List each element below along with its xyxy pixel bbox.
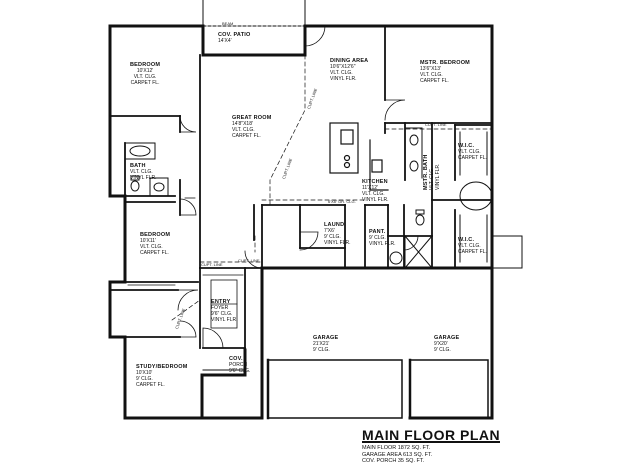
cov-patio-label: COV. PATIO 14'X4' xyxy=(218,32,251,44)
door-swings xyxy=(177,25,419,349)
interior-walls xyxy=(109,25,493,419)
area-summary-porch: COV. PORCH 35 SQ. FT. xyxy=(362,458,425,464)
area-summary: MAIN FLOOR 1872 SQ. FT. GARAGE AREA 613 … xyxy=(362,445,432,465)
room-label-dining: DINING AREA 10'6"X12'6" VLT. CLG. VINYL … xyxy=(330,58,369,82)
room-label-bath: BATH VLT. CLG. VINYL FLR. xyxy=(130,163,157,181)
beam-label: BEAM xyxy=(222,21,234,26)
patio-and-pad xyxy=(202,0,523,269)
room-label-study: STUDY/BEDROOM 10'X10' 9' CLG. CARPET FL. xyxy=(136,364,188,388)
cupt-line-label-6: CUPT. LINE xyxy=(425,122,447,127)
kitchen-counters xyxy=(329,122,389,191)
exterior-walls xyxy=(108,24,494,420)
room-label-great-room: GREAT ROOM 14'8"X18' VLT. CLG. CARPET FL… xyxy=(232,115,272,139)
room-label-mstr-bath: MSTR. BATH VLT. CLG. VINYL FLR. xyxy=(423,154,441,190)
cupt-line-label-4: CUPT. LINE xyxy=(201,262,223,267)
room-label-bedroom-2: BEDROOM 10'X11' VLT. CLG. CARPET FL. xyxy=(140,232,171,256)
dropped-beam-label: 6'X8" DR. CLG. xyxy=(328,199,356,204)
room-label-wic-1: W.I.C. VLT. CLG. CARPET FL. xyxy=(458,143,487,161)
area-summary-main: MAIN FLOOR 1872 SQ. FT. xyxy=(362,445,431,451)
ceiling-lines xyxy=(171,54,493,321)
room-label-master: MSTR. BEDROOM 13'6"X13' VLT. CLG. CARPET… xyxy=(420,60,470,84)
closet-shelves xyxy=(127,197,244,329)
plan-title: MAIN FLOOR PLAN xyxy=(362,427,501,443)
room-label-pantry: PANT. 9' CLG. VINYL FLR. xyxy=(369,229,396,247)
room-label-bedroom-1: BEDROOM 10'X12' VLT. CLG. CARPET FL. xyxy=(130,62,161,86)
area-summary-garage: GARAGE AREA 613 SQ. FT. xyxy=(362,451,433,458)
room-label-garage-1: GARAGE 21'X21' 9' CLG. xyxy=(313,335,339,353)
bath-fixtures xyxy=(124,127,493,269)
room-label-garage-2: GARAGE 9'X20' 9' CLG. xyxy=(434,335,460,353)
room-label-entry: ENTRY FOYER 9'6" CLG. VINYL FLR. xyxy=(211,299,238,323)
room-label-wic-2: W.I.C. VLT. CLG. CARPET FL. xyxy=(458,237,487,255)
room-label-porch: COV. PORCH 9'6" CLG. xyxy=(229,356,251,374)
cupt-line-label-3: CUPT. LINE xyxy=(238,258,260,263)
title-underline xyxy=(362,441,500,443)
room-label-laundry: LAUND. 7'X6' 9' CLG. VINYL FLR. xyxy=(324,222,351,246)
garage-doors xyxy=(266,358,489,420)
room-label-kitchen: KITCHEN 11'X12' VLT. CLG. VINYL FLR. xyxy=(362,179,389,203)
